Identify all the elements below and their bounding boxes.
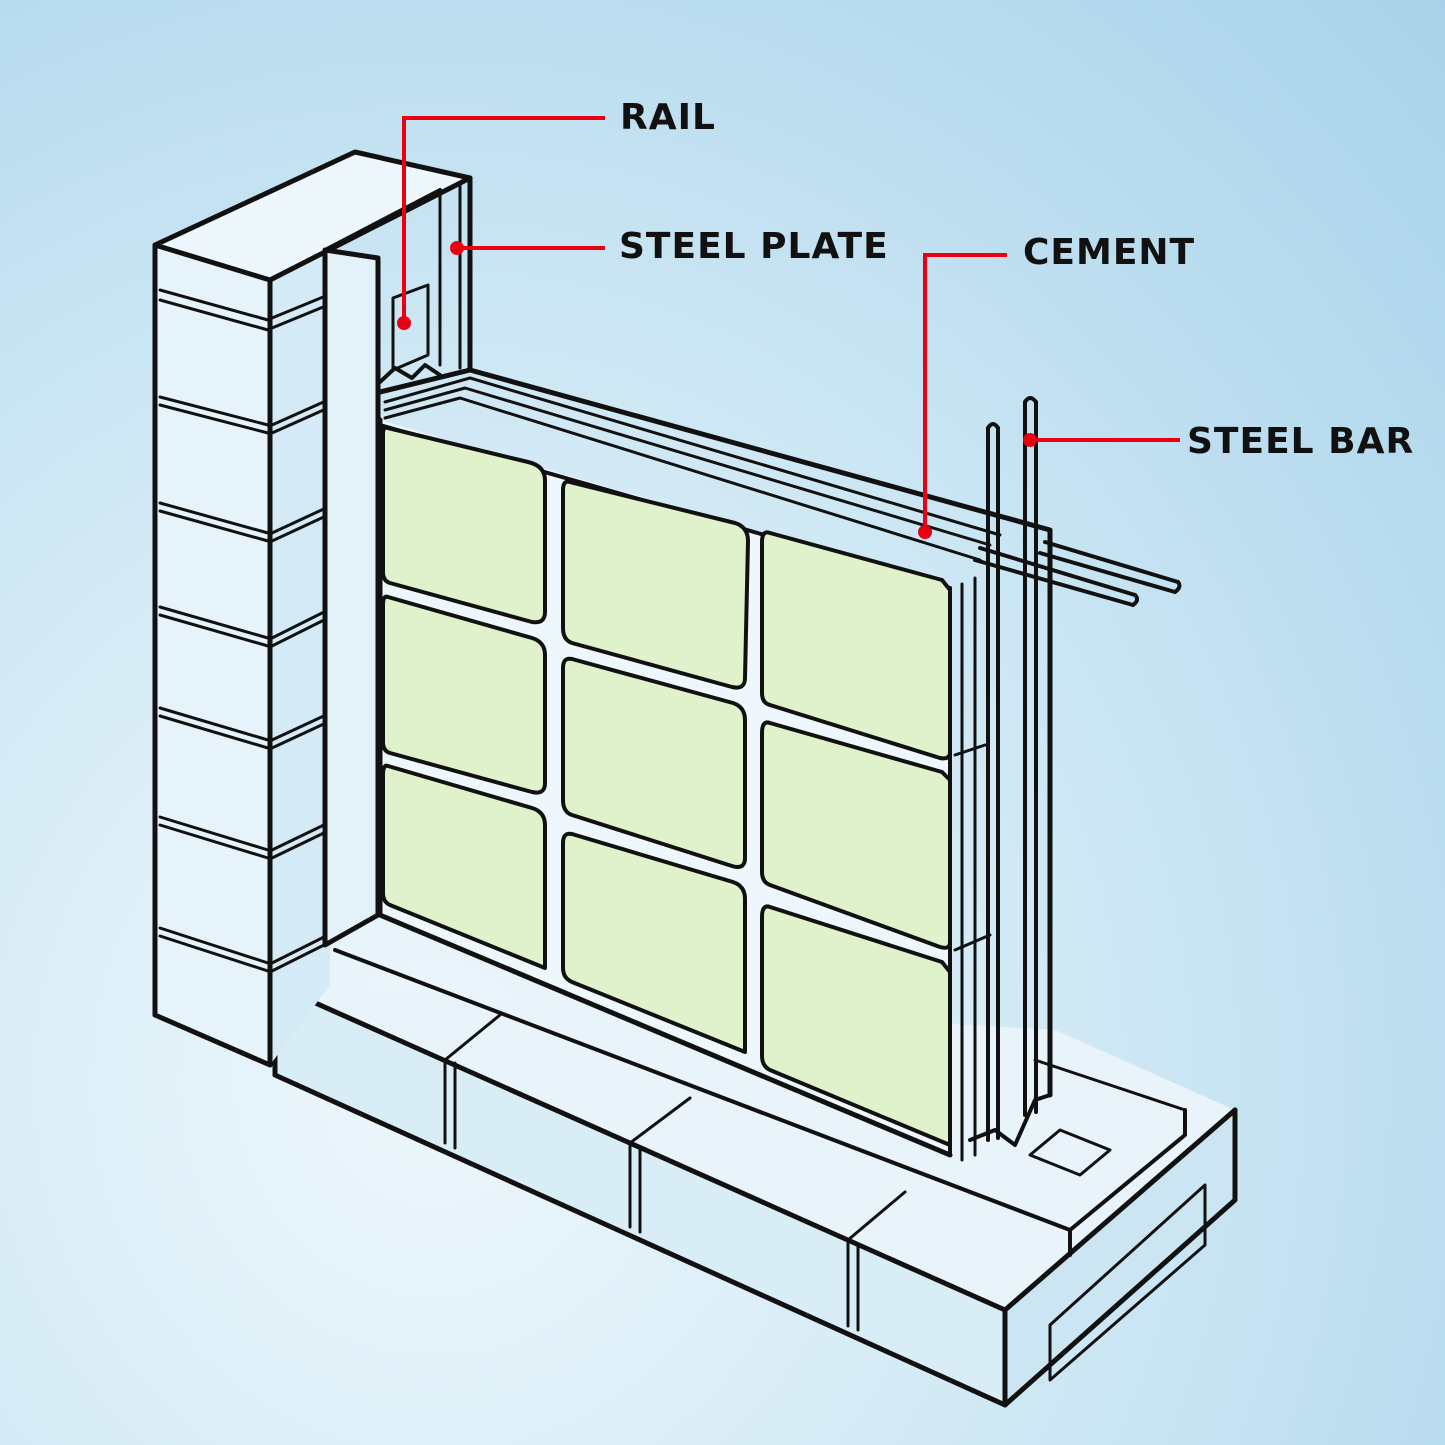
tile — [381, 763, 547, 970]
tile — [381, 594, 547, 795]
tile — [760, 720, 952, 950]
base-beam — [272, 948, 1238, 1408]
wall-structure — [152, 149, 1238, 1408]
leader-steel-bar-dot — [1023, 433, 1037, 447]
tile — [561, 479, 750, 690]
leader-lines — [397, 116, 1180, 539]
leader-rail — [402, 116, 605, 323]
leader-steel-plate-dot — [450, 241, 464, 255]
leader-cement-dot — [918, 525, 932, 539]
label-rail: RAIL — [620, 97, 716, 138]
label-cement: CEMENT — [1023, 232, 1196, 273]
steel-bar-horizontal — [1038, 540, 1180, 594]
tile — [760, 904, 952, 1147]
leader-cement — [923, 253, 1007, 532]
steel-bar-horizontal — [973, 546, 1137, 607]
label-steel-plate: STEEL PLATE — [619, 226, 889, 267]
steel-bar-vertical — [986, 426, 1000, 1142]
left-pillar — [152, 149, 473, 1068]
tile — [561, 656, 747, 869]
steel-bar-vertical — [1023, 400, 1038, 1117]
panel-tiles — [381, 425, 952, 1147]
tile — [561, 831, 747, 1054]
steel-bars — [973, 396, 1182, 1142]
label-steel-bar: STEEL BAR — [1187, 421, 1415, 462]
leader-rail-dot — [397, 316, 411, 330]
tile — [760, 530, 952, 761]
tile — [381, 425, 547, 625]
